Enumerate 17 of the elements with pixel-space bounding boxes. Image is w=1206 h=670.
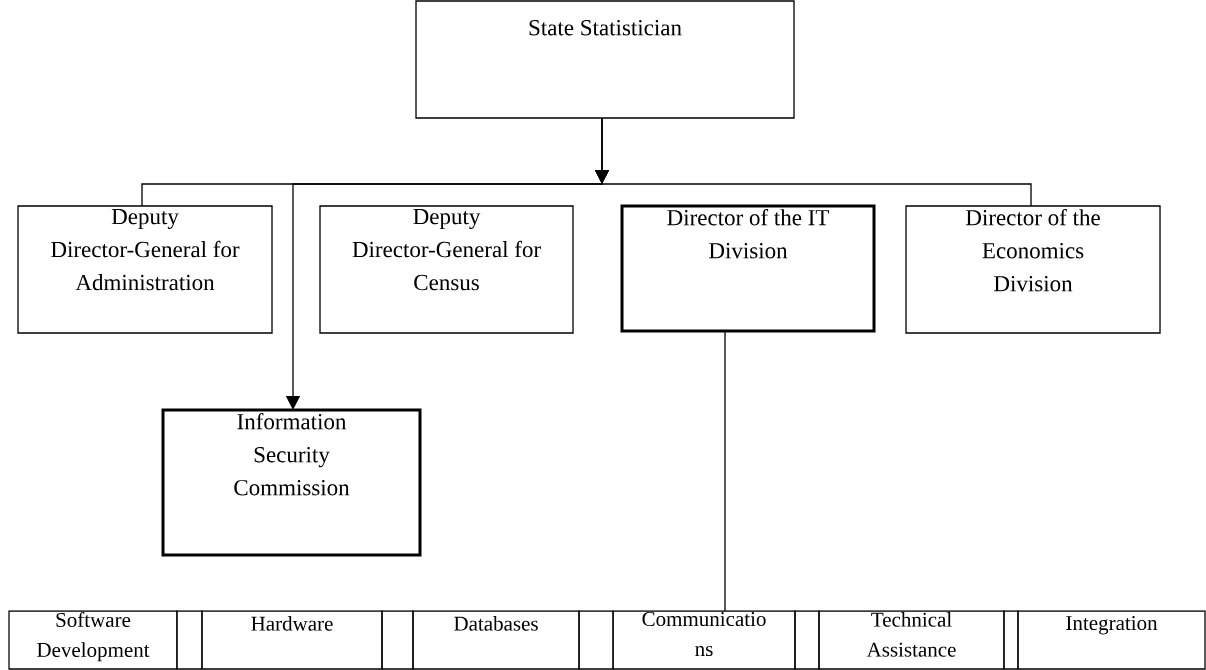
spacer-box	[794, 610, 820, 670]
spacer-box	[176, 610, 203, 670]
unit-box: Hardware	[201, 610, 383, 670]
unit-box: Technical Assistance	[818, 610, 1005, 670]
role-box: Deputy Director-General for Administration	[17, 205, 273, 334]
unit-box: Communicatio ns	[612, 610, 796, 670]
unit-box: Databases	[412, 610, 580, 670]
spacer-box	[578, 610, 614, 670]
title-box: State Statistician	[415, 0, 795, 119]
role-box: Deputy Director-General for Census	[319, 205, 574, 334]
unit-box: Software Development	[8, 610, 178, 670]
spacer-box	[381, 610, 414, 670]
role-box: Information Security Commission	[161, 408, 422, 557]
unit-box: Integration	[1017, 610, 1206, 670]
spacer-box	[1003, 610, 1019, 670]
role-box: Director of the Economics Division	[905, 205, 1161, 334]
role-box: Director of the IT Division	[620, 204, 876, 333]
